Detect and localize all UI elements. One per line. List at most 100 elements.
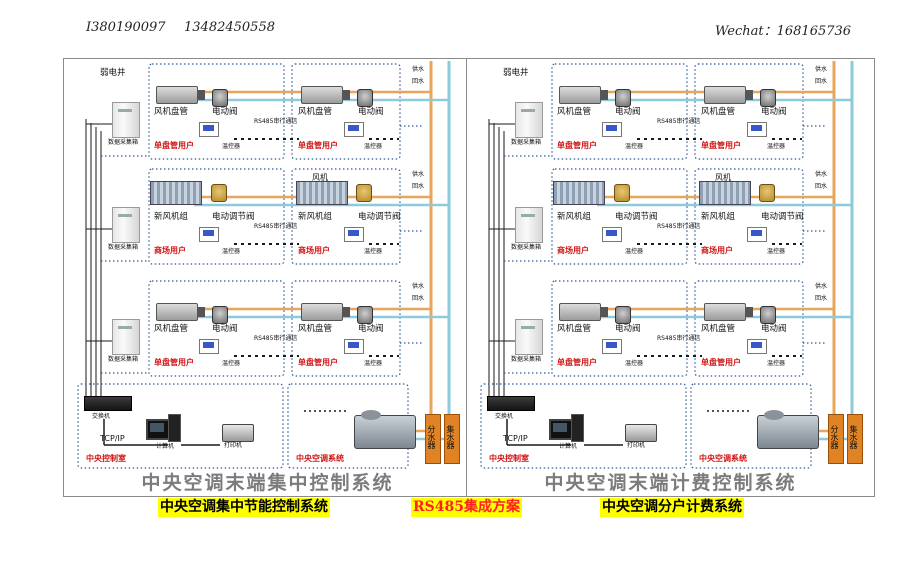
data-collector-cabinet <box>515 102 543 138</box>
printer <box>625 424 657 442</box>
user-b-label: 单盘管用户 <box>298 358 338 367</box>
control-room-box <box>77 383 284 469</box>
thermostat-screen-icon <box>751 125 762 131</box>
electric-valve-icon <box>760 306 776 324</box>
unit-a-label: 风机盘管 <box>154 107 189 117</box>
thermostat-a <box>602 339 622 354</box>
fan-coil-unit-b <box>301 86 350 104</box>
printer-label: 打印机 <box>224 442 243 449</box>
user-a-label: 单盘管用户 <box>557 141 597 150</box>
computer-tower <box>168 414 181 442</box>
thermostat-b <box>344 122 364 137</box>
user-b-label: 单盘管用户 <box>701 141 741 150</box>
thermostat-a <box>199 339 219 354</box>
collector-label: 数据采集箱 <box>511 244 542 251</box>
tstat-b-label: 温控器 <box>767 248 786 255</box>
fcu-outlet <box>342 307 350 317</box>
thermostat-b <box>344 339 364 354</box>
collector-label: 数据采集箱 <box>511 356 542 363</box>
compressor-icon <box>361 410 381 420</box>
control-room-label: 中央控制室 <box>86 454 126 463</box>
unit-a-label: 风机盘管 <box>154 324 189 334</box>
thermostat-screen-icon <box>751 230 762 236</box>
fan-coil-unit-a <box>156 303 205 321</box>
caption-left: 中央空调集中节能控制系统 <box>158 498 330 517</box>
zone-box-a <box>148 63 285 160</box>
thermostat-screen-icon <box>606 342 617 348</box>
user-a-label: 商场用户 <box>154 246 186 255</box>
monitor-screen-icon <box>150 423 164 432</box>
user-a-label: 单盘管用户 <box>154 358 194 367</box>
electric-regulating-valve-icon <box>211 184 227 202</box>
thermostat-screen-icon <box>348 125 359 131</box>
header-wechat: Wechat：168165736 <box>715 24 852 39</box>
caption-center: RS485集成方案 <box>411 498 522 517</box>
chiller-unit <box>354 410 416 449</box>
tstat-b-label: 温控器 <box>364 143 383 150</box>
fcu-outlet <box>745 90 753 100</box>
collector-label: 数据采集箱 <box>108 139 139 146</box>
supply-label: 供水 <box>412 283 425 290</box>
user-b-label: 商场用户 <box>701 246 733 255</box>
rs485-label: RS485串行通信 <box>657 118 701 125</box>
thermostat-screen-icon <box>348 342 359 348</box>
water-distributor-tank <box>425 414 441 464</box>
control-room-label: 中央控制室 <box>489 454 529 463</box>
computer-tower <box>571 414 584 442</box>
header-phone2: 13482450558 <box>184 20 275 35</box>
valve-b-label: 电动阀 <box>761 324 787 334</box>
printer <box>222 424 254 442</box>
user-b-label: 商场用户 <box>298 246 330 255</box>
unit-b-label: 新风机组 <box>298 212 333 222</box>
cabinet-display-icon <box>521 214 535 217</box>
cabinet-display-icon <box>118 109 132 112</box>
data-collector-cabinet <box>112 319 140 355</box>
fan-label: 风机 <box>312 173 328 182</box>
rs485-label: RS485串行通信 <box>254 118 298 125</box>
supply-label: 供水 <box>815 66 828 73</box>
thermostat-a <box>199 122 219 137</box>
tstat-a-label: 温控器 <box>222 360 241 367</box>
tstat-b-label: 温控器 <box>364 248 383 255</box>
electric-valve-icon <box>615 89 631 107</box>
electric-valve-icon <box>760 89 776 107</box>
return-label: 回水 <box>815 78 828 85</box>
tstat-a-label: 温控器 <box>222 143 241 150</box>
user-a-label: 单盘管用户 <box>557 358 597 367</box>
electric-valve-icon <box>212 306 228 324</box>
fan-coil-unit-a <box>156 86 205 104</box>
thermostat-screen-icon <box>203 230 214 236</box>
computer-monitor <box>146 419 172 440</box>
network-switch <box>487 396 535 411</box>
water-distributor-tank <box>828 414 844 464</box>
fcu-outlet <box>197 90 205 100</box>
thermostat-screen-icon <box>348 230 359 236</box>
valve-b-label: 电动阀 <box>761 107 787 117</box>
distributor-label: 分水器 <box>427 425 436 449</box>
unit-a-label: 新风机组 <box>557 212 592 222</box>
return-label: 回水 <box>815 183 828 190</box>
zone-box-a <box>551 63 688 160</box>
electric-regulating-valve-icon <box>356 184 372 202</box>
electric-valve-icon <box>615 306 631 324</box>
thermostat-a <box>602 122 622 137</box>
thermostat-screen-icon <box>606 125 617 131</box>
fan-coil-unit-a <box>559 86 608 104</box>
control-room-box <box>480 383 687 469</box>
ac-system-box <box>287 383 409 469</box>
unit-b-label: 风机盘管 <box>701 324 736 334</box>
collector-label: 数据采集箱 <box>108 356 139 363</box>
fan-coil-unit-b <box>704 86 753 104</box>
ahu-unit-b <box>699 181 751 205</box>
user-a-label: 单盘管用户 <box>154 141 194 150</box>
electric-regulating-valve-icon <box>759 184 775 202</box>
system-title: 中央空调末端集中控制系统 <box>141 472 394 494</box>
rs485-label: RS485串行通信 <box>254 223 298 230</box>
unit-b-label: 风机盘管 <box>298 324 333 334</box>
return-label: 回水 <box>815 295 828 302</box>
printer-label: 打印机 <box>627 442 646 449</box>
valve-b-label: 电动阀 <box>358 107 384 117</box>
computer-label: 计算机 <box>156 443 175 450</box>
